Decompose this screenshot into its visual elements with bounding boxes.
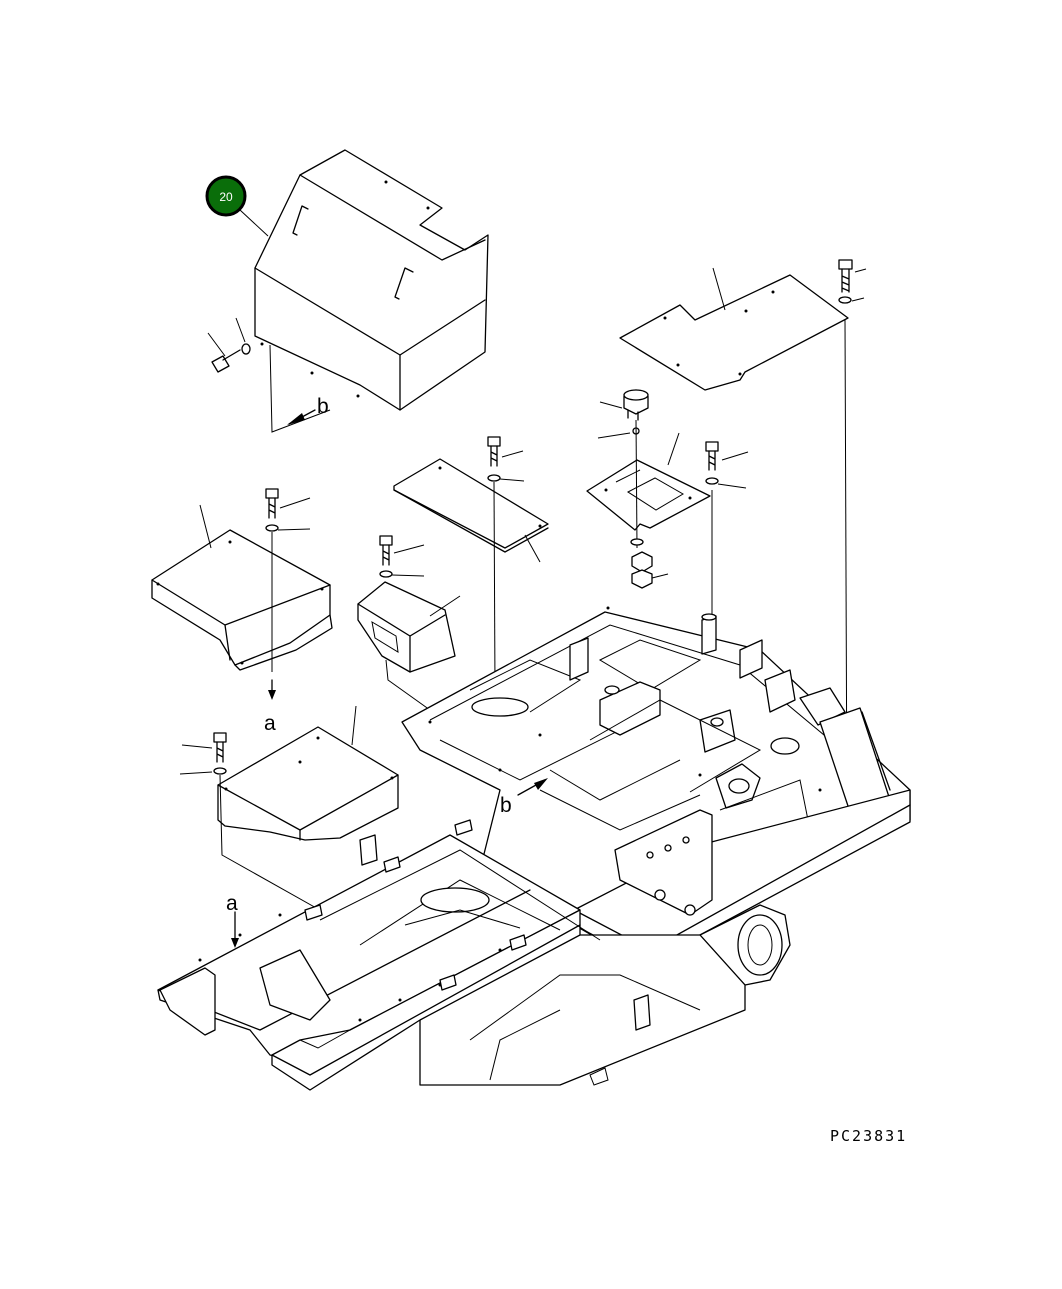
main-revolving-frame[interactable]: b: [157, 606, 911, 1091]
label-b-frame: b: [500, 794, 512, 817]
part-number-badge[interactable]: 20: [205, 175, 269, 237]
arrow-b-top: b: [287, 395, 329, 425]
label-b-top: b: [317, 395, 329, 418]
top-right-plate[interactable]: [619, 267, 849, 391]
left-upper-box[interactable]: a: [151, 488, 333, 735]
cover-part-20[interactable]: [254, 149, 489, 433]
sensor-bracket[interactable]: [586, 389, 711, 589]
badge-number: 20: [219, 190, 233, 204]
small-box[interactable]: [357, 535, 461, 711]
bolt-washer-top-left[interactable]: [207, 317, 251, 373]
center-plate[interactable]: [393, 436, 549, 691]
label-a-lower: a: [226, 892, 238, 915]
drawing-code: PC23831: [830, 1127, 907, 1145]
label-a-upper: a: [264, 712, 276, 735]
left-lower-box[interactable]: [179, 705, 399, 1041]
